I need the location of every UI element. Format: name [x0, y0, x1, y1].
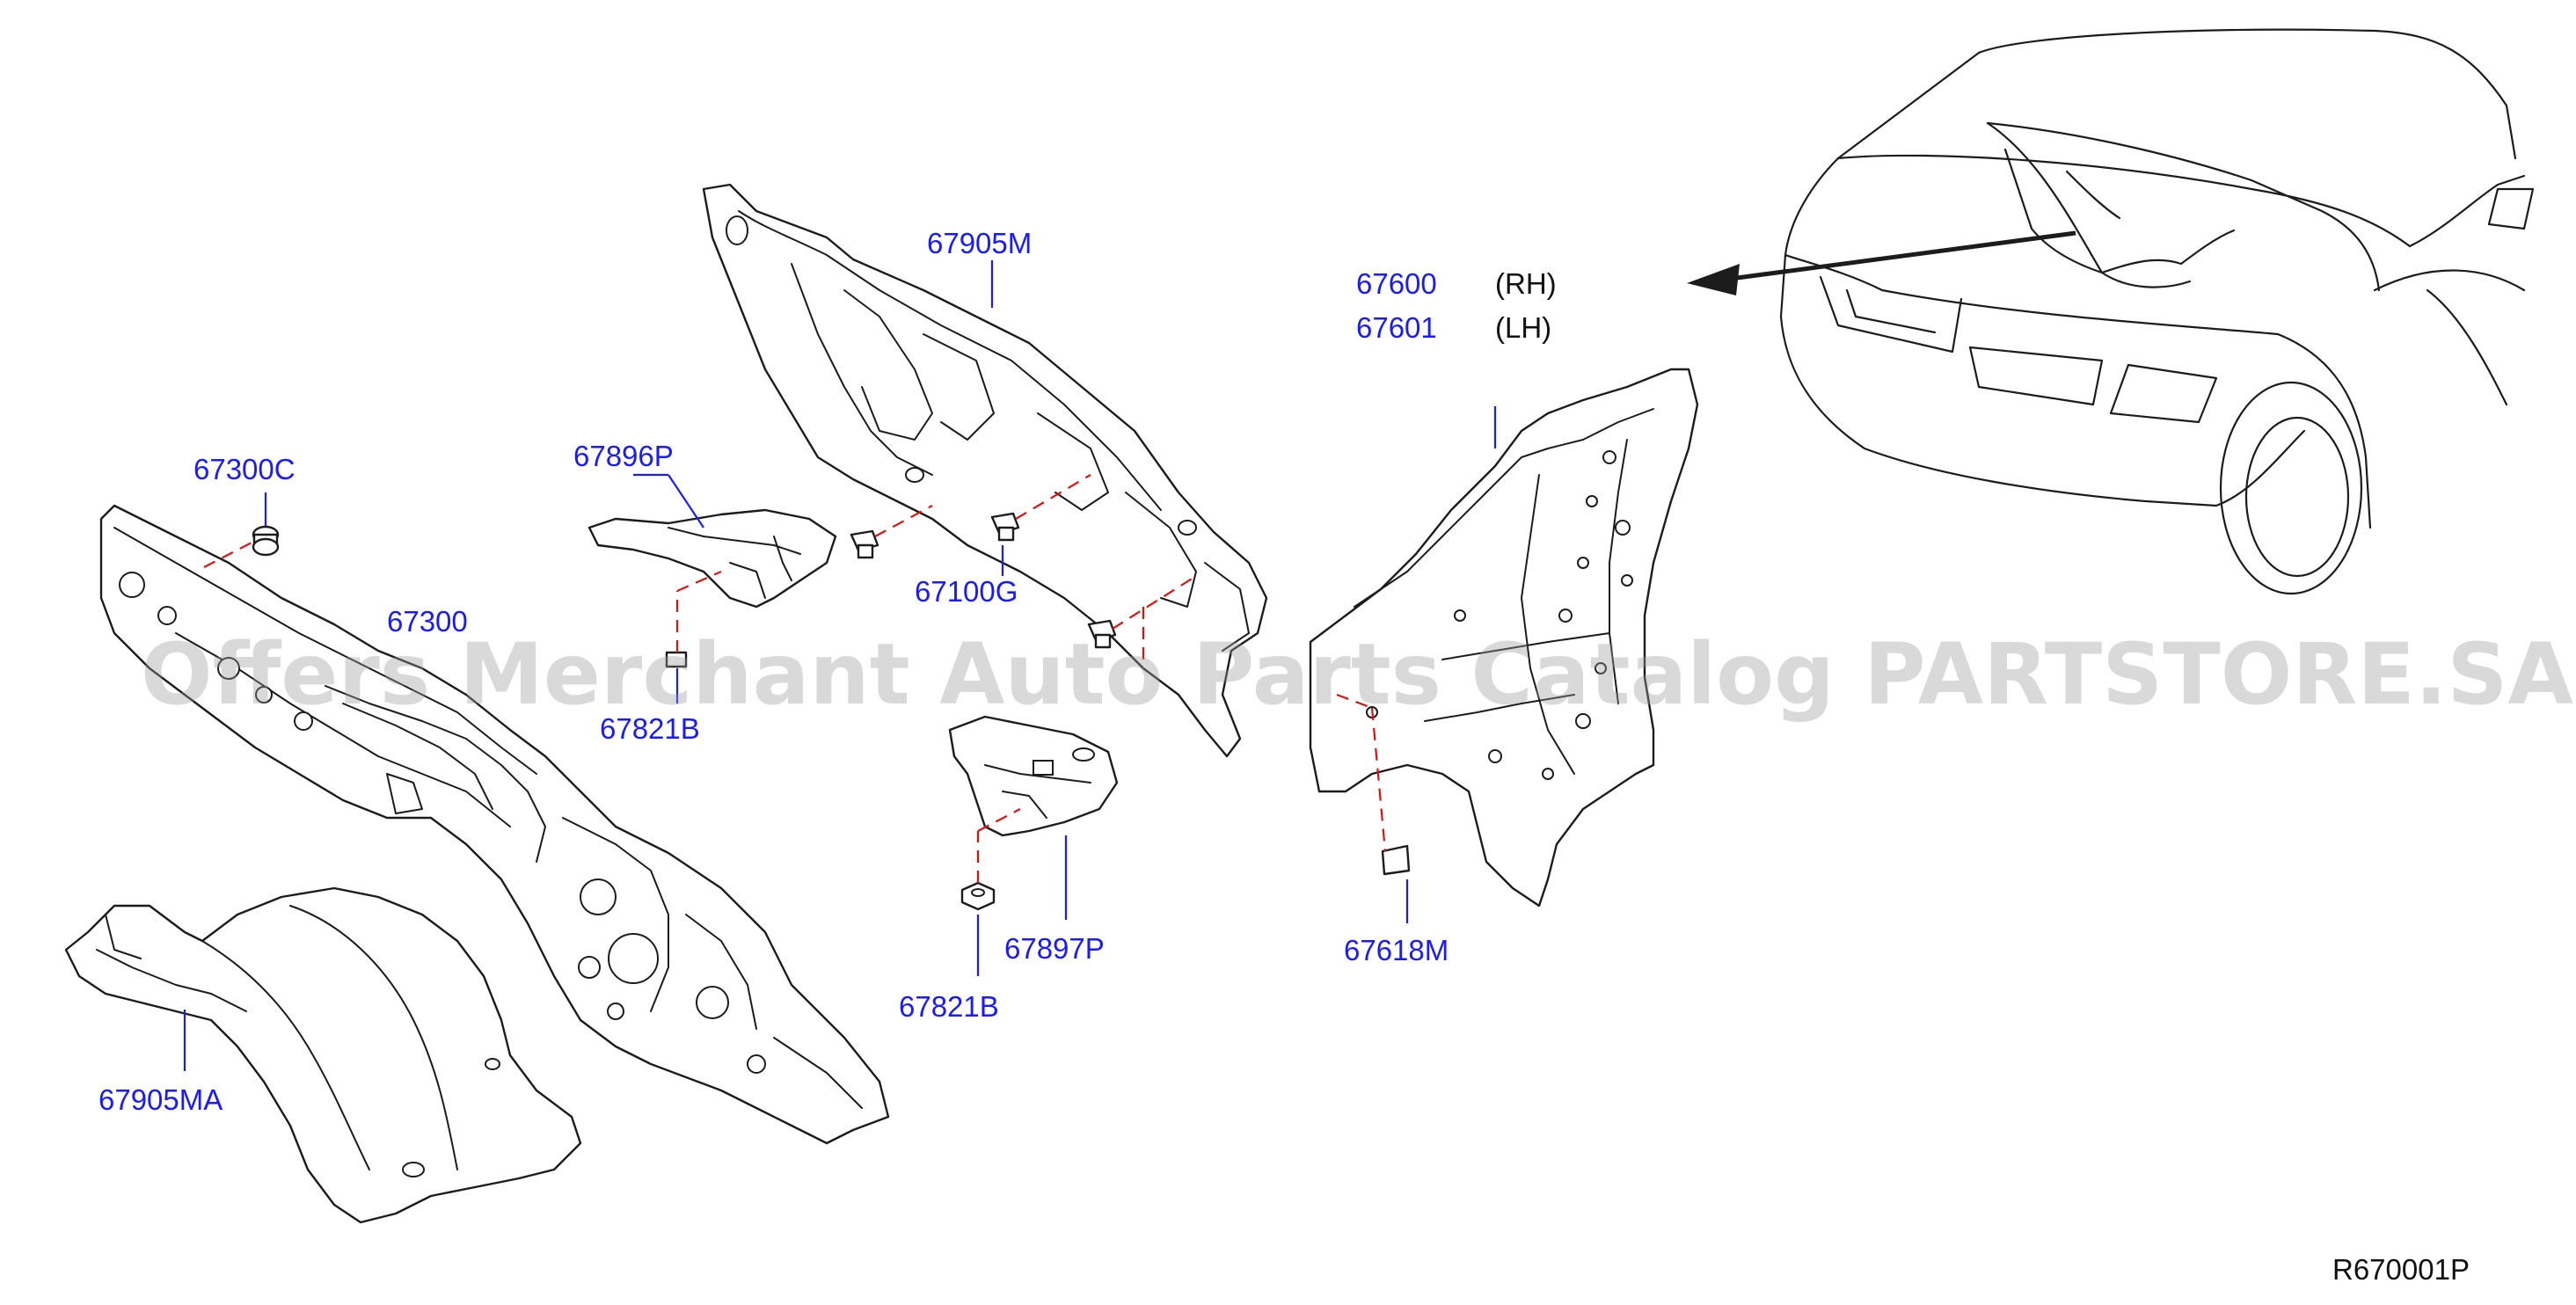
- label-67821b-lower: 67821B: [899, 990, 999, 1023]
- label-67100g: 67100G: [915, 575, 1018, 608]
- part-labels: 67905M 67300C 67896P 67300 67100G 67821B…: [99, 227, 1557, 1116]
- label-67821b-upper: 67821B: [600, 712, 700, 745]
- part-67600-67601-side-panel: [1309, 368, 1699, 908]
- fastener-67100g-clip-3: [1087, 619, 1117, 649]
- part-67618m-pad: [1381, 844, 1411, 876]
- label-67905ma: 67905MA: [99, 1083, 223, 1116]
- assembly-dashed-lines: [203, 474, 1387, 883]
- label-67618m: 67618M: [1344, 934, 1449, 966]
- label-67601: 67601: [1356, 311, 1437, 344]
- label-rh: (RH): [1495, 267, 1557, 300]
- label-67897p: 67897P: [1004, 932, 1105, 965]
- label-67905m: 67905M: [927, 227, 1032, 259]
- fastener-67821b-lower-nut: [960, 881, 996, 911]
- fastener-67300c-clip: [252, 525, 280, 557]
- watermark-text: Offers Merchant Auto Parts Catalog PARTS…: [141, 625, 2573, 724]
- label-lh: (LH): [1495, 311, 1551, 344]
- reference-code: R670001P: [2332, 1253, 2470, 1286]
- vehicle-inset: [1687, 28, 2535, 595]
- fastener-67100g-clip-1: [850, 529, 879, 559]
- part-67905ma-insulator: [64, 886, 582, 1224]
- part-67896p-bracket: [587, 508, 837, 609]
- part-67300-dash-panel: [99, 504, 890, 1145]
- fastener-67100g-clip-2: [990, 512, 1020, 542]
- part-67905m-insulator: [702, 183, 1268, 758]
- leader-lines: [183, 260, 1497, 1071]
- label-67300: 67300: [387, 605, 468, 638]
- label-67300c: 67300C: [193, 453, 296, 485]
- label-67600: 67600: [1356, 267, 1437, 300]
- part-67897p-bracket: [948, 715, 1119, 837]
- label-67896p: 67896P: [573, 440, 674, 472]
